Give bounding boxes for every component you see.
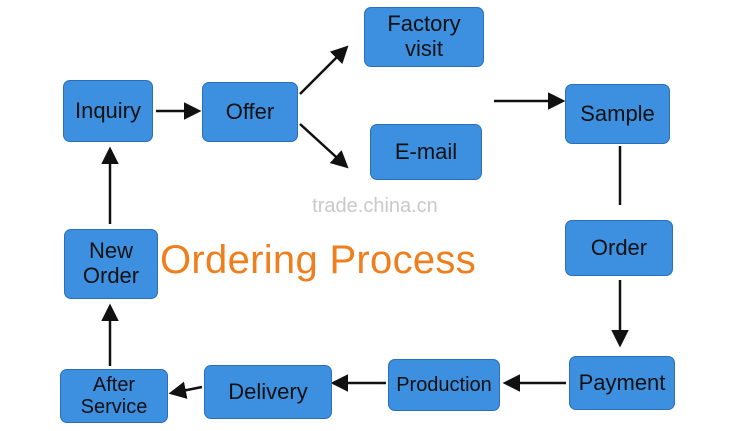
step-new-order: New Order (64, 229, 158, 299)
arrow-offer-to-email (299, 123, 349, 169)
step-offer: Offer (202, 82, 298, 142)
step-factory-visit: Factory visit (364, 7, 484, 67)
watermark-text: trade.china.cn (312, 195, 438, 217)
step-delivery: Delivery (204, 365, 332, 419)
step-payment: Payment (569, 356, 675, 410)
step-email: E-mail (370, 124, 482, 180)
step-order: Order (565, 220, 673, 276)
arrow-offer-to-factory-visit (299, 45, 349, 95)
step-sample: Sample (565, 84, 670, 144)
step-after-service: After Service (60, 369, 168, 423)
arrow-delivery-to-after-service (168, 381, 203, 399)
diagram-title: Ordering Process (160, 238, 477, 282)
step-production: Production (388, 359, 500, 411)
step-inquiry: Inquiry (63, 80, 153, 142)
